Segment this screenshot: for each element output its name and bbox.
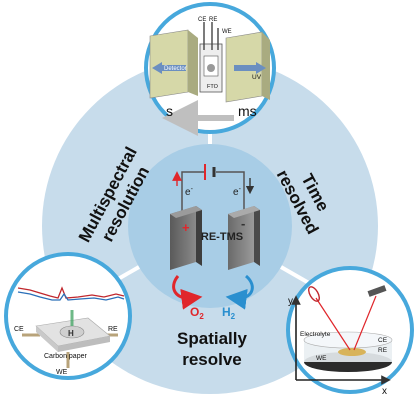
top-block-left-side [188,30,198,96]
top-ce-label: CE [198,17,206,23]
electrode-right [228,206,254,270]
top-re-label: RE [209,17,217,23]
label-spatial-line2: resolve [182,350,242,369]
electrode-left [170,206,196,270]
h2-label: H2 [222,305,236,321]
right-we-label: WE [316,355,327,362]
electron-right-label: e- [233,186,242,198]
top-sample-spot [207,64,215,72]
center-device-label: RE-TMS [201,231,243,243]
top-uv-arrow [234,62,266,74]
right-electrolyte-label: Electrolyte [300,331,331,338]
top-uv-label: UV [252,74,262,81]
right-x-label: x [382,386,387,397]
top-fto-label: FTO [207,84,219,90]
o2-arrow [172,275,203,310]
top-we-label: WE [222,29,232,35]
left-platform-side-b [58,336,110,352]
label-spatial-line1: Spatially [177,329,247,348]
inset-left-border [4,252,132,380]
left-re-label: RE [108,326,118,333]
right-y-label: y [288,296,293,307]
top-block-right-side [262,32,270,100]
left-carbon-paper-label: Carbon paper [44,353,87,360]
label-spatial: Spatially resolve [177,329,247,369]
right-probe-beam-a [315,297,351,351]
electrode-left-top [170,206,202,218]
minus-sign: - [241,216,245,231]
left-we-label: WE [56,369,68,376]
right-laser-head [367,285,387,297]
inset-right-border [286,266,414,394]
o2-label: O2 [190,305,204,321]
wire-left [181,171,204,212]
center-cell: e- e- + - RE-TMS O2 H2 [170,164,260,321]
h2-arrow [225,274,254,310]
inner-circle [128,144,292,308]
right-probe-beam-b [353,295,377,351]
electrode-right-top [228,206,260,218]
inset-left: H CE RE Carbon paper WE [4,252,132,380]
top-s-label: s [166,103,173,119]
top-ms-label: ms [238,103,257,119]
left-h-mark: H [68,329,74,338]
top-detector-label: Detector [164,66,187,72]
plus-sign: + [182,220,190,235]
right-probe-tip [308,286,320,302]
right-re-label: RE [378,347,388,354]
spectrum-blue [17,291,125,301]
inset-top: CE RE WE FTO Detector UV s ms [144,2,276,136]
left-ce-label: CE [14,326,24,333]
top-detector-arrow [152,62,186,74]
top-block-left [149,29,189,99]
electron-left-label: e- [185,186,194,198]
electrode-left-side [196,206,202,266]
right-sample [338,348,366,356]
right-ce-label: CE [378,337,388,344]
wire-right [216,171,245,212]
inset-right: y x Electrolyte CE RE WE [286,266,414,397]
left-platform-side-a [36,326,58,352]
electrode-right-side [254,206,260,266]
